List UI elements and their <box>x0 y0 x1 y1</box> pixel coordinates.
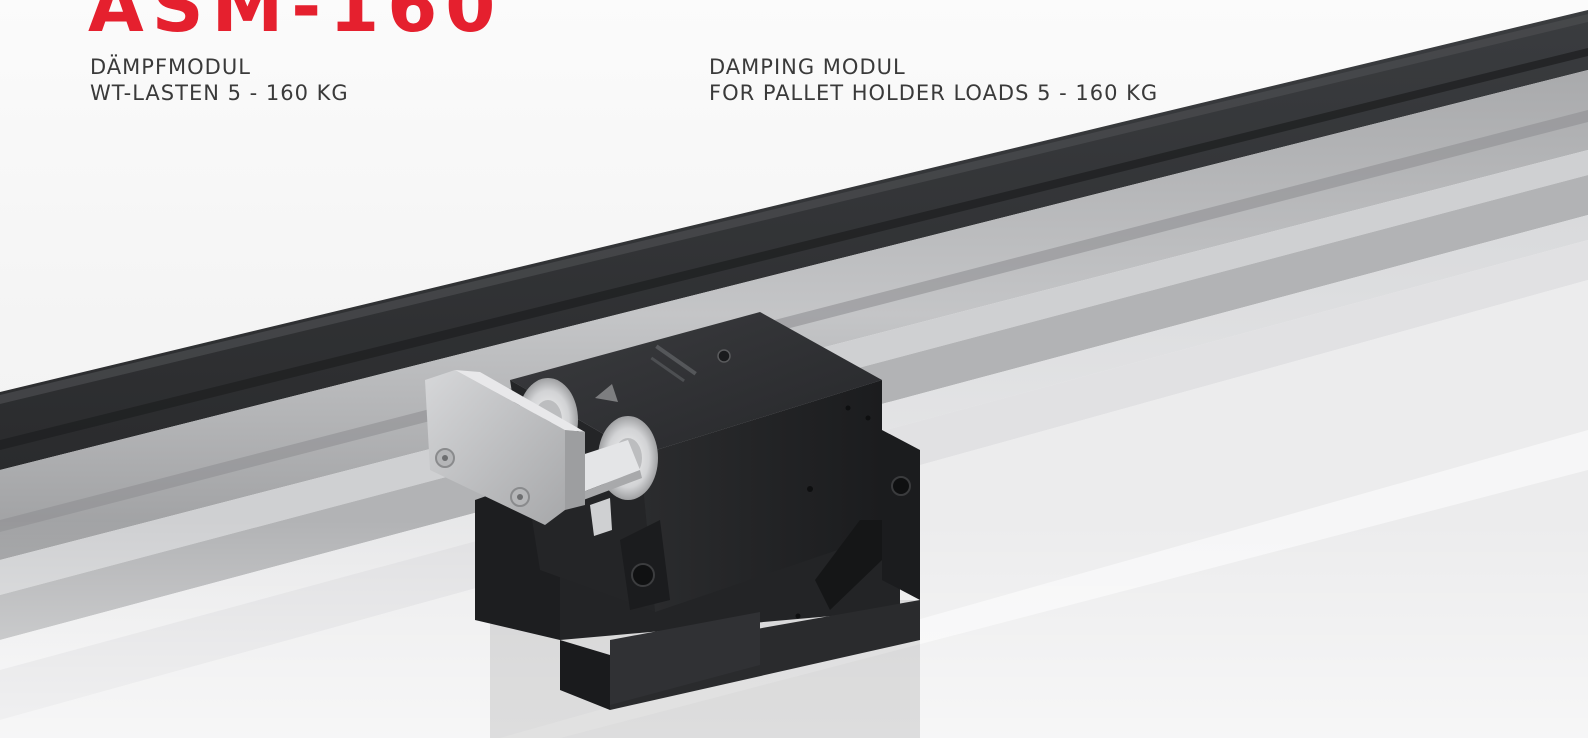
english-load-range: FOR PALLET HOLDER LOADS 5 - 160 KG <box>709 81 1159 105</box>
english-description: DAMPING MODUL FOR PALLET HOLDER LOADS 5 … <box>709 54 1158 106</box>
product-title: ASM-160 <box>88 0 504 48</box>
triangle-marking-icon <box>595 384 618 402</box>
german-description: DÄMPFMODUL WT-LASTEN 5 - 160 KG <box>90 54 349 106</box>
damping-module <box>425 312 920 710</box>
german-product-type: DÄMPFMODUL <box>90 55 251 79</box>
german-load-range: WT-LASTEN 5 - 160 KG <box>90 81 349 105</box>
dark-rail <box>0 10 1588 470</box>
english-product-type: DAMPING MODUL <box>709 55 906 79</box>
